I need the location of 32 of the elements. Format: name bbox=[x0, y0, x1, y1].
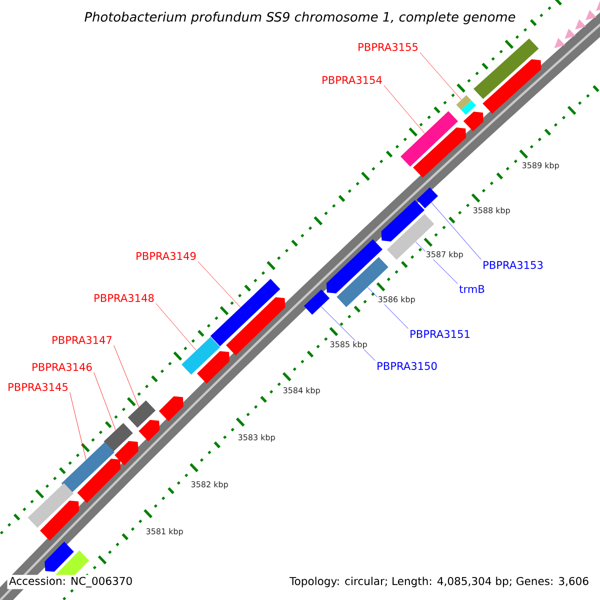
gene-label: PBPRA3145 bbox=[8, 383, 68, 391]
gene-bar bbox=[400, 111, 458, 167]
title: Photobacterium profundum SS9 chromosome 1, complete genome bbox=[83, 10, 517, 26]
gene-bar bbox=[28, 483, 74, 528]
leader-line bbox=[70, 392, 86, 460]
leader-line bbox=[431, 202, 482, 260]
gene-label: PBPRA3154 bbox=[322, 76, 382, 84]
gene-label: trmB bbox=[459, 285, 484, 293]
leader-line bbox=[420, 52, 462, 100]
leader-line bbox=[94, 372, 116, 430]
gene-bar bbox=[456, 95, 472, 110]
leader-line bbox=[114, 345, 139, 408]
gene-bar bbox=[61, 442, 114, 494]
gene-bar bbox=[416, 187, 438, 208]
gene-label: PBPRA3147 bbox=[52, 336, 112, 344]
gene-label: PBPRA3148 bbox=[94, 294, 154, 302]
gene-bar bbox=[182, 336, 220, 375]
gene-bar bbox=[304, 290, 330, 315]
footer-text: Topology: circular; Length: 4,085,304 bp; Genes: 3,606 bbox=[288, 575, 591, 589]
gene-label: PBPRA3155 bbox=[358, 43, 418, 51]
gene-bar bbox=[210, 278, 280, 346]
gene-bar bbox=[104, 422, 133, 452]
footer-text: Accession: NC_006370 bbox=[7, 574, 134, 590]
leader-line bbox=[156, 303, 196, 350]
leader-line bbox=[384, 85, 425, 134]
gene-label: PBPRA3153 bbox=[484, 261, 543, 269]
gene-label: PBPRA3151 bbox=[410, 330, 470, 338]
gene-label: PBPRA3150 bbox=[378, 362, 437, 370]
gene-label: PBPRA3146 bbox=[32, 363, 92, 371]
gene-label: PBPRA3149 bbox=[136, 252, 196, 260]
gene-bar bbox=[128, 400, 156, 428]
leader-line bbox=[198, 261, 241, 308]
